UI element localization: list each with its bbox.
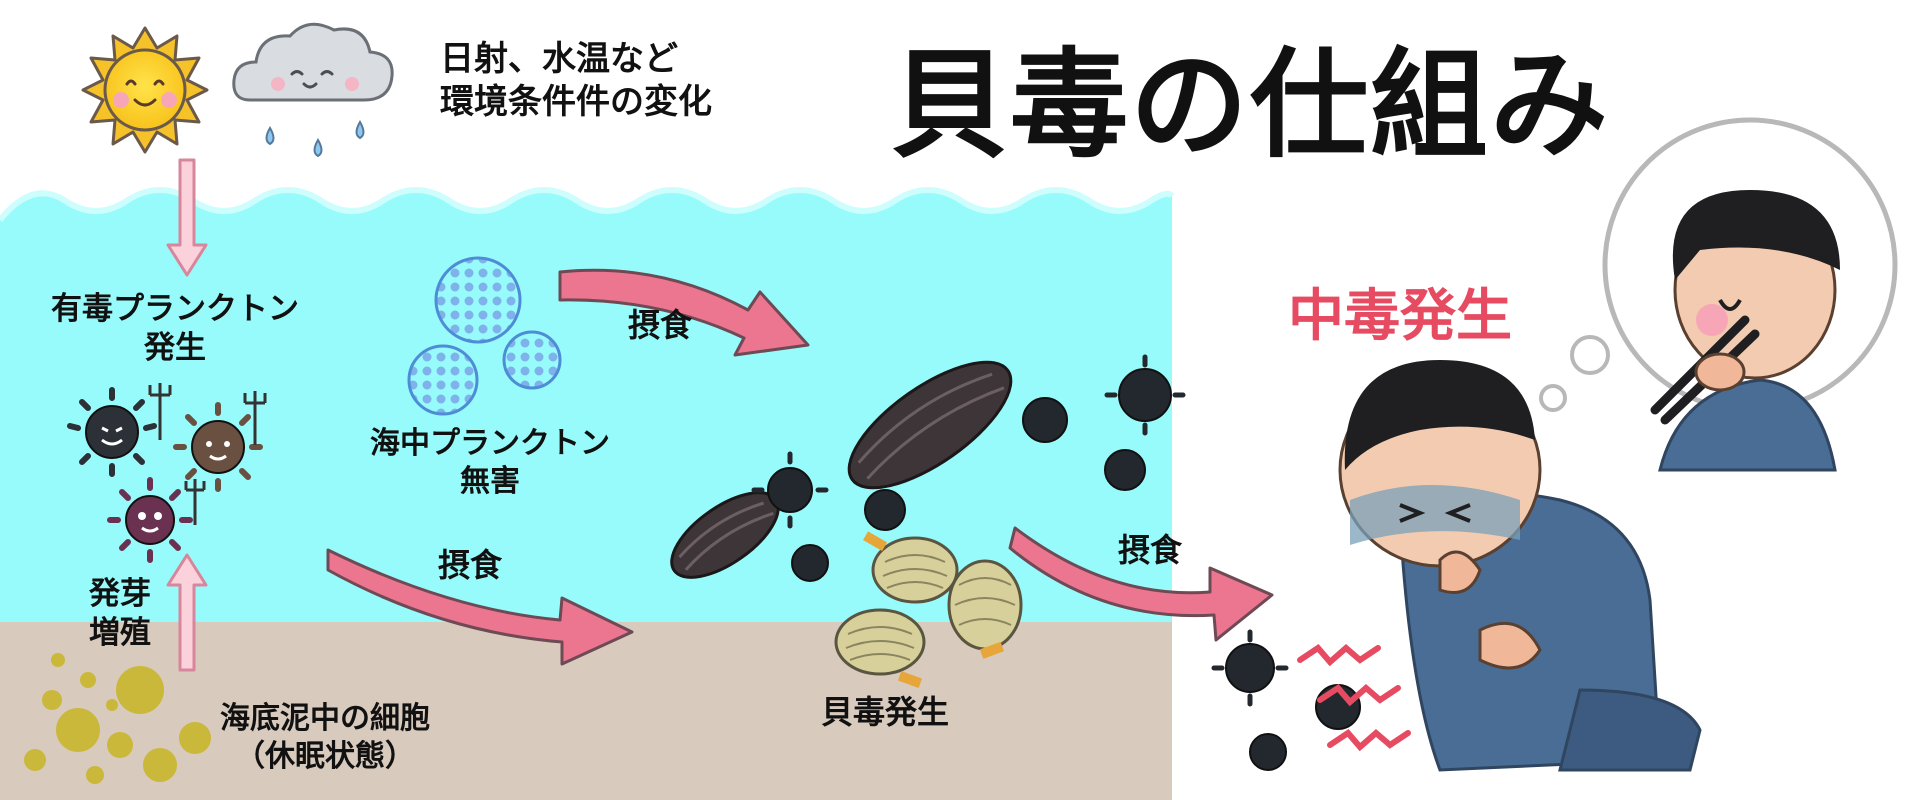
arrow-ingest-2 (326, 548, 634, 666)
poisoning-label: 中毒発生 (1288, 284, 1512, 349)
pain-zigzag (1297, 644, 1411, 752)
arrow-ingest-1 (558, 268, 810, 357)
cyst-cells (24, 653, 211, 784)
down-arrow (166, 158, 208, 277)
page-title: 貝毒の仕組み (890, 36, 1611, 174)
harmless-plankton-icon (407, 256, 562, 416)
environment-condition-text: 日射、水温など 環境条件件の変化 (440, 39, 712, 122)
sick-person-icon (1338, 360, 1702, 772)
harmless-plankton-label: 海中プランクトン 無害 (370, 426, 610, 499)
up-arrow (166, 553, 208, 672)
mussel-icon (670, 360, 1013, 579)
shellfish-toxin-label: 貝毒発生 (820, 693, 949, 731)
germination-label: 発芽 増殖 (89, 576, 151, 651)
ingestion-label-2: 摂食 (437, 546, 502, 584)
plankton-icon (67, 383, 267, 563)
clam-icon (834, 531, 1023, 688)
ingestion-label-3: 摂食 (1117, 531, 1182, 569)
toxic-plankton-spikes (751, 354, 1289, 707)
cyst-label: 海底泥中の細胞 （休眠状態） (220, 701, 430, 774)
sun-icon (81, 26, 209, 154)
toxic-plankton-label: 有毒プランクトン 発生 (51, 291, 299, 366)
ingestion-label-1: 摂食 (627, 306, 692, 344)
eating-person-icon (1650, 190, 1840, 472)
rain-cloud-icon (232, 22, 394, 158)
arrow-ingest-3 (1008, 526, 1274, 642)
